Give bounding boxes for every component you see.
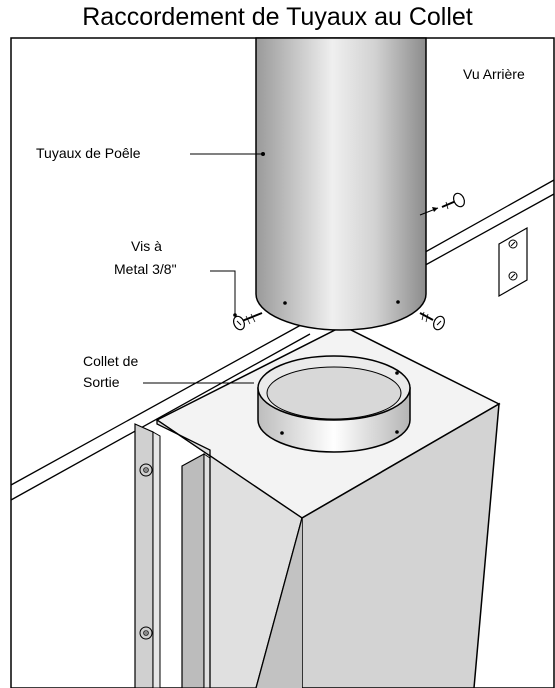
stove-pipe bbox=[255, 37, 427, 331]
diagram-title: Raccordement de Tuyaux au Collet bbox=[82, 3, 473, 31]
screw-wall-icon bbox=[419, 192, 466, 216]
screw-label-line1: Vis à bbox=[131, 238, 162, 254]
collar-label-line1: Collet de bbox=[83, 353, 138, 369]
screw-right-icon bbox=[419, 311, 446, 331]
screw-left-icon bbox=[232, 312, 263, 331]
outlet-collar bbox=[257, 355, 411, 453]
screw-label-line2: Metal 3/8" bbox=[114, 261, 177, 277]
side-bracket bbox=[134, 423, 211, 688]
rear-view-label: Vu Arrière bbox=[463, 66, 525, 82]
leader-lines bbox=[143, 153, 262, 384]
collar-label-line2: Sortie bbox=[83, 374, 120, 390]
wall-outlet-plate bbox=[498, 226, 528, 298]
stove-pipe-label: Tuyaux de Poêle bbox=[36, 145, 141, 161]
